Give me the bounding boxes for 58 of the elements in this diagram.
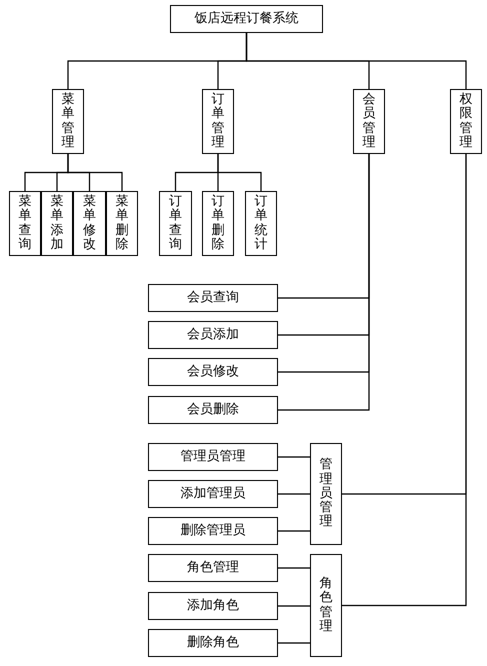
box-label: 饭店远程订餐系统 [194, 10, 298, 28]
process-box [9, 191, 41, 256]
process-box [148, 629, 278, 657]
process-box [52, 89, 84, 154]
box-label: 会员修改 [187, 363, 239, 382]
connector-line [278, 605, 310, 607]
process-box [159, 191, 192, 256]
box-label: 权限管理 [460, 92, 472, 150]
box-label: 会员添加 [187, 326, 239, 344]
process-box [106, 191, 138, 256]
process-box [310, 443, 342, 545]
box-label: 菜单修改 [83, 194, 96, 252]
process-box [202, 191, 234, 256]
connector-line [342, 154, 467, 606]
process-box [170, 5, 323, 33]
box-label: 菜单管理 [62, 92, 74, 150]
box-label: 订单查询 [169, 194, 182, 252]
connector-line [278, 456, 310, 458]
connector-line [278, 567, 310, 569]
box-label: 会员查询 [187, 289, 239, 308]
box-label: 删除角色 [187, 634, 239, 652]
process-box [310, 554, 342, 657]
process-box [245, 191, 277, 256]
connector-line [278, 493, 310, 495]
box-label: 删除管理员 [180, 522, 246, 540]
connector-line [278, 642, 310, 644]
process-box [73, 191, 106, 256]
process-box [148, 443, 278, 471]
box-label: 订单管理 [212, 92, 224, 150]
process-box [148, 396, 278, 424]
box-label: 订单删除 [212, 194, 224, 252]
connector-line [246, 33, 467, 89]
box-label: 管理员管理 [180, 448, 246, 466]
process-box [148, 321, 278, 349]
process-box [148, 592, 278, 620]
box-label: 角色管理 [320, 576, 332, 634]
process-box [148, 517, 278, 545]
box-label: 菜单添加 [50, 194, 64, 252]
box-label: 添加管理员 [180, 485, 246, 504]
process-box [202, 89, 234, 154]
box-label: 角色管理 [187, 559, 239, 578]
box-label: 菜单查询 [18, 194, 32, 252]
box-label: 会员管理 [362, 92, 376, 150]
box-label: 管理员管理 [320, 458, 332, 530]
process-box [450, 89, 482, 154]
connector-line [67, 154, 123, 191]
process-box [148, 554, 278, 582]
process-box [148, 284, 278, 312]
box-label: 会员删除 [187, 401, 239, 420]
box-label: 添加角色 [187, 597, 239, 616]
process-box [148, 358, 278, 386]
connector-line [217, 154, 262, 191]
process-box [148, 480, 278, 508]
connector-line [278, 530, 310, 532]
process-box [353, 89, 385, 154]
process-box [41, 191, 73, 256]
box-label: 订单统计 [254, 194, 268, 252]
box-label: 菜单删除 [116, 194, 128, 252]
